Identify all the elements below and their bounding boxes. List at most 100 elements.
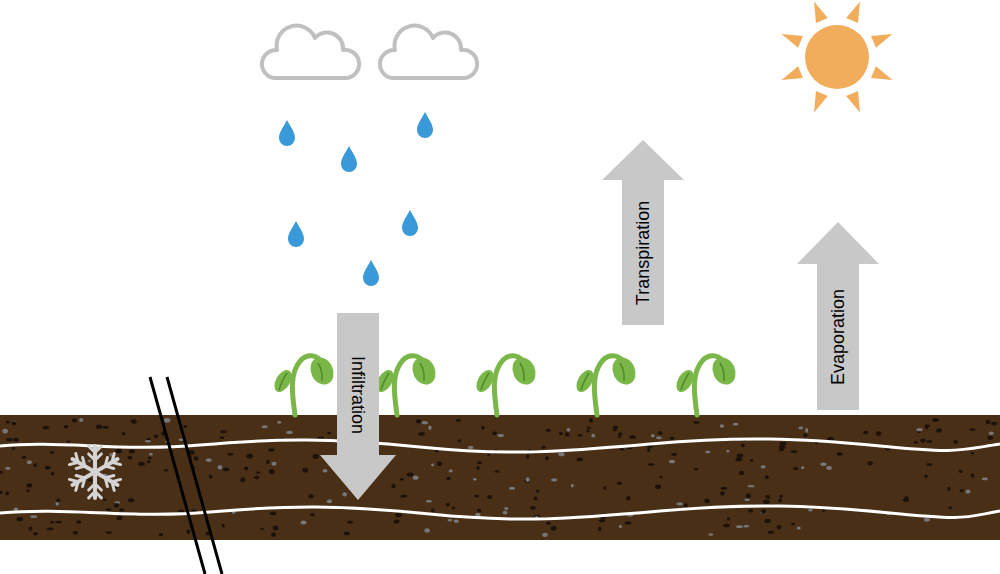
speckle <box>986 419 991 424</box>
speckle <box>826 466 832 470</box>
speckle <box>863 431 868 434</box>
speckle <box>720 491 725 495</box>
speckle <box>959 470 963 474</box>
speckle <box>708 533 713 535</box>
speckle <box>492 432 497 436</box>
speckle <box>739 471 744 476</box>
raindrop <box>279 120 295 146</box>
speckle <box>504 507 508 510</box>
speckle <box>426 500 432 503</box>
speckle <box>219 437 224 439</box>
speckle <box>64 425 68 429</box>
speckle <box>586 430 589 433</box>
speckle <box>12 421 17 425</box>
speckle <box>551 526 557 531</box>
arrow-fill <box>320 313 396 500</box>
speckle <box>416 419 421 423</box>
speckle <box>149 453 153 455</box>
sun-ray <box>846 2 860 23</box>
speckle <box>327 432 331 435</box>
speckle <box>72 418 77 422</box>
speckle <box>765 475 769 479</box>
speckle <box>22 456 26 459</box>
speckle <box>313 454 319 459</box>
speckle <box>778 498 782 502</box>
speckle <box>526 454 529 459</box>
speckle <box>164 469 168 472</box>
speckle <box>546 429 552 432</box>
sun <box>782 2 893 113</box>
speckle <box>401 495 407 498</box>
speckle <box>578 434 583 437</box>
speckle <box>0 491 3 494</box>
speckle <box>803 434 807 437</box>
speckle <box>947 487 951 491</box>
speckle <box>159 533 164 536</box>
speckle <box>542 533 548 537</box>
speckle <box>982 478 988 481</box>
speckle <box>342 492 347 496</box>
speckle <box>618 435 621 438</box>
speckle <box>16 517 23 521</box>
speckle <box>241 477 245 482</box>
speckle <box>79 418 83 422</box>
speckle <box>546 522 551 525</box>
speckle <box>536 489 539 493</box>
speckle <box>736 525 743 528</box>
speckle <box>270 512 276 516</box>
speckle <box>206 458 212 462</box>
speckle <box>737 454 744 458</box>
speckle <box>2 429 8 434</box>
speckle <box>115 449 122 453</box>
speckle <box>971 473 974 478</box>
flow-arrow: Evaporation <box>797 222 879 410</box>
speckle <box>497 434 504 437</box>
flow-arrow: Transpiration <box>602 140 684 325</box>
speckle <box>768 531 775 534</box>
speckle <box>780 494 783 498</box>
speckle <box>302 468 308 473</box>
speckle <box>987 436 993 440</box>
soil-layer-line <box>0 439 1000 452</box>
speckle <box>545 456 549 460</box>
speckle <box>991 422 997 426</box>
speckle <box>468 446 473 449</box>
speckle <box>659 476 662 478</box>
speckle <box>920 438 925 442</box>
speckle <box>222 524 225 528</box>
sun-ray <box>782 34 803 48</box>
speckle <box>780 442 787 446</box>
speckle <box>656 436 662 439</box>
sun-ray <box>871 34 892 48</box>
speckle <box>56 498 60 502</box>
speckle <box>763 499 769 504</box>
speckle <box>932 418 939 422</box>
speckle <box>446 477 450 481</box>
sun-ray <box>782 66 803 80</box>
speckle <box>924 424 929 427</box>
speckle <box>209 475 213 479</box>
speckle <box>458 439 461 442</box>
speckle <box>119 508 124 511</box>
speckle <box>103 498 107 501</box>
speckle <box>617 482 622 485</box>
speckle <box>424 528 429 532</box>
speckle <box>347 521 353 524</box>
speckle <box>798 427 803 430</box>
speckle <box>400 478 404 480</box>
speckle <box>145 440 151 443</box>
speckle <box>56 502 59 506</box>
speckle <box>164 418 170 423</box>
speckle <box>51 472 55 476</box>
speckle <box>671 453 677 456</box>
speckle <box>310 513 315 517</box>
speckle <box>704 499 710 503</box>
speckle <box>676 502 683 505</box>
speckle <box>801 466 804 469</box>
speckle <box>220 430 226 433</box>
speckle <box>867 461 873 465</box>
speckle <box>33 532 38 535</box>
speckle <box>301 520 307 524</box>
sun-ray <box>871 66 892 80</box>
speckle <box>26 483 32 487</box>
